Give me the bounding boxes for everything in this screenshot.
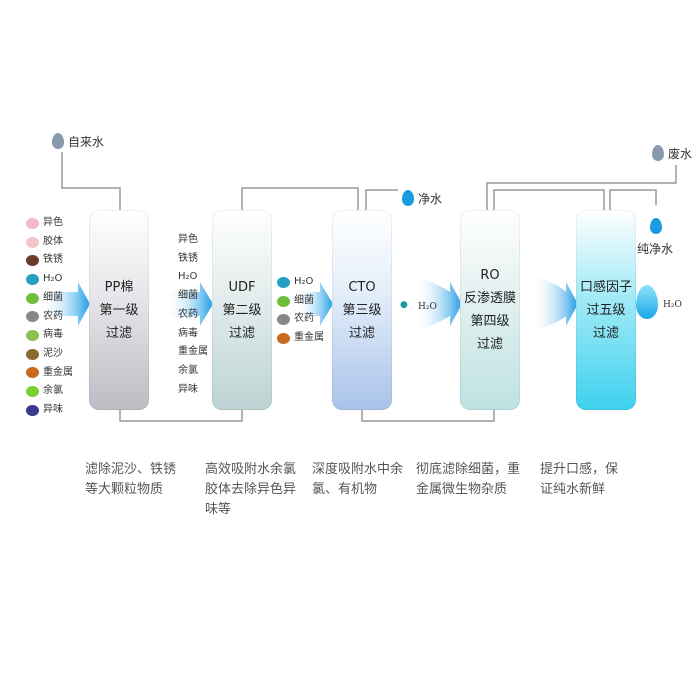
contaminant-label: H₂O [294,276,314,287]
contaminant-icon [26,292,39,304]
contaminant-label: 细菌 [178,290,198,302]
output-h2o-label: H₂O [663,300,682,310]
contaminant-label: 农药 [294,313,314,325]
contaminant-label: H₂O [178,271,198,283]
stage-2-description: 高效吸附水余氯胶体去除异色异味等 [205,462,297,517]
contaminant-label: 农药 [178,308,198,320]
flow-arrows [40,275,578,332]
contaminant-icon [26,386,39,398]
flow-arrow [415,275,462,332]
contaminant-label: H₂O [43,273,63,285]
contaminant-icon [26,255,39,267]
contaminant-label: 异色 [43,217,63,228]
waste-water-drop-icon [652,145,664,161]
clean-water-label: 净水 [418,192,443,206]
contaminant-label: 农药 [43,310,63,322]
flow-arrow [165,282,213,326]
stage-1-description: 滤除泥沙、铁锈等大颗粒物质 [85,462,177,497]
contaminant-icon [26,311,39,323]
contaminant-label: 异味 [43,404,63,416]
contaminant-label: 泥沙 [43,347,63,359]
contaminant-icon [277,314,290,326]
contaminant-label: 余氯 [43,385,63,397]
contaminant-label: 细菌 [43,291,63,303]
contaminant-label: 异味 [178,383,198,395]
flow-arrow [40,282,90,326]
clean-water-drop-icon [402,190,414,206]
stage-3-description: 深度吸附水中余氯、有机物 [312,462,404,497]
stage2-contaminants: 异色 铁锈 H₂O 细菌 农药 病毒 重金属 余氯 异味 [178,231,208,399]
h2o-icon: ● [400,300,408,310]
tap-water-drop-icon [52,133,64,149]
contaminant-label: 病毒 [43,329,63,341]
contaminant-label: 胶体 [43,235,63,247]
tap-water-label: 自来水 [68,135,105,149]
waste-water-label: 废水 [668,147,693,161]
water-drop-icon [636,285,658,319]
pure-water-label: 纯净水 [637,242,674,256]
contaminant-label: 余氯 [178,364,198,376]
contaminant-icon [277,332,290,344]
contaminant-label: 病毒 [178,327,198,339]
flow-arrow [532,275,578,332]
stage-4-description: 彻底滤除细菌，重金属微生物杂质 [416,462,521,497]
contaminant-label: 铁锈 [178,252,198,264]
contaminant-icon [26,367,39,379]
contaminant-label: 重金属 [43,366,73,378]
contaminant-icon [26,273,39,285]
contaminant-icon [277,295,290,307]
stage1-contaminants: 异色 胶体 铁锈 H₂O 细菌 农药 病毒 泥沙 重金属 余氯 异味 [26,214,73,420]
contaminant-label: 细菌 [294,294,314,306]
filter-stage-5: 口感因子过五级过滤 [576,210,636,410]
contaminant-icon [26,217,39,229]
contaminant-label: 重金属 [294,332,324,344]
contaminant-icon [26,404,39,416]
filter-stage-1: PP棉第一级过滤 [89,210,149,410]
ro-input-h2o-label: H₂O [418,302,437,312]
contaminant-label: 异色 [178,234,198,245]
contaminant-icon [26,236,39,248]
contaminant-icon [277,276,290,288]
contaminant-label: 铁锈 [43,254,63,266]
contaminant-icon [26,348,39,360]
pure-water-drop-icon [650,218,662,234]
flow-arrow [295,282,333,326]
stage-5-description: 提升口感，保证纯水新鲜 [540,462,619,497]
stage3-contaminants: H₂O 细菌 农药 重金属 [277,273,324,348]
contaminant-label: 重金属 [178,346,208,358]
contaminant-icon [26,330,39,342]
